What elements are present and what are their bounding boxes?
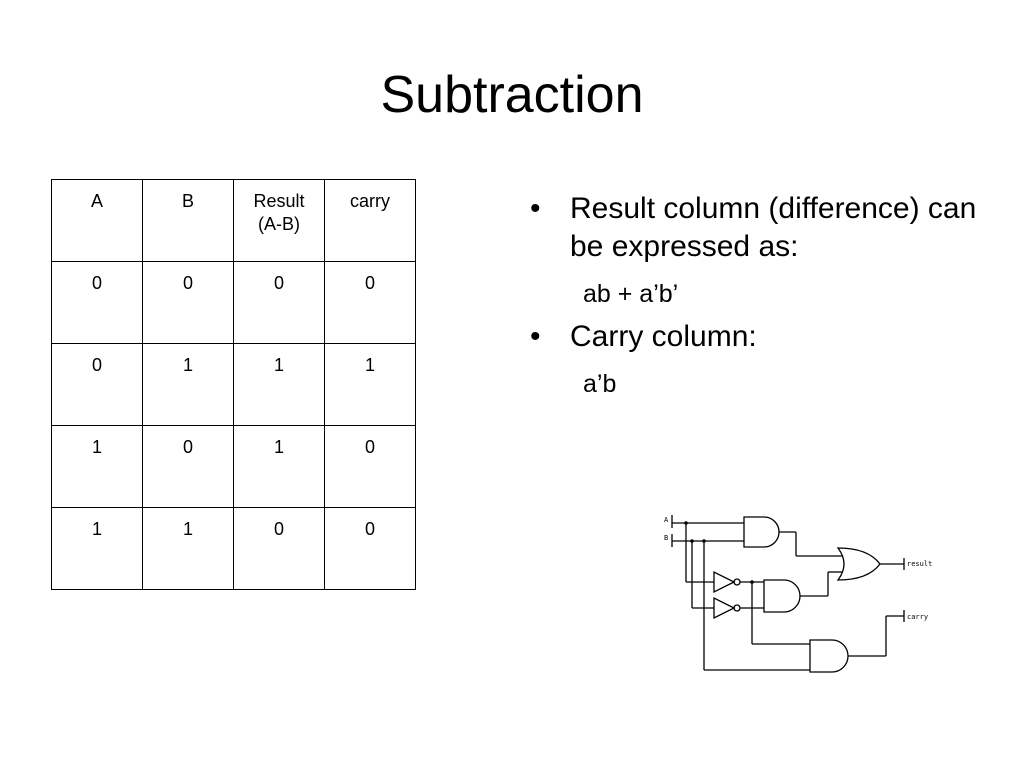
slide-title: Subtraction: [380, 66, 644, 124]
input-label-b: B: [664, 534, 668, 542]
table-cell: 0: [142, 425, 234, 508]
table-row: 1 0 1 0: [51, 425, 416, 508]
table-header-row: A B Result (A-B) carry: [51, 179, 416, 262]
table-cell: 1: [51, 425, 143, 508]
bullet-item-result: • Result column (difference) can be expr…: [530, 190, 1010, 266]
table-header-cell: A: [51, 179, 143, 262]
table-row: 1 1 0 0: [51, 507, 416, 590]
bullet-icon: •: [530, 320, 541, 353]
table-cell: 1: [142, 507, 234, 590]
output-label-result: result: [907, 560, 932, 568]
input-label-a: A: [664, 516, 669, 524]
bullet-item-carry: • Carry column:: [530, 318, 1010, 356]
table-cell: 0: [51, 343, 143, 426]
table-cell: 0: [233, 261, 325, 344]
table-header-cell: B: [142, 179, 234, 262]
table-cell: 0: [142, 261, 234, 344]
sub-bullet-result-expression: ab + a’b’: [583, 280, 679, 308]
output-label-carry: carry: [907, 613, 928, 621]
table-cell: 1: [51, 507, 143, 590]
truth-table: A B Result (A-B) carry 0 0 0 0 0 1 1 1 1…: [51, 179, 416, 590]
table-cell: 0: [324, 261, 416, 344]
bullet-icon: •: [530, 192, 541, 225]
junction-dot: [690, 539, 694, 543]
table-cell: 0: [324, 425, 416, 508]
table-header-cell: Result (A-B): [233, 179, 325, 262]
and-gate-icon: [743, 516, 780, 548]
bullet-text: Carry column:: [570, 320, 757, 353]
bullet-text: Result column (difference) can be expres…: [570, 192, 977, 263]
or-gate-icon: [836, 547, 881, 581]
table-cell: 0: [324, 507, 416, 590]
table-cell: 1: [233, 425, 325, 508]
not-gate-icon: [713, 570, 736, 594]
table-cell: 1: [324, 343, 416, 426]
sub-bullet-carry-expression: a’b: [583, 370, 617, 398]
and-gate-icon: [763, 579, 801, 613]
table-row: 0 0 0 0: [51, 261, 416, 344]
table-cell: 1: [233, 343, 325, 426]
table-header-cell: carry: [324, 179, 416, 262]
and-gate-icon: [809, 639, 849, 673]
junction-dot: [702, 539, 706, 543]
table-cell: 1: [142, 343, 234, 426]
not-gate-icon: [713, 596, 736, 620]
table-cell: 0: [51, 261, 143, 344]
logic-circuit-diagram: A B result carry: [664, 515, 932, 673]
table-cell: 0: [233, 507, 325, 590]
junction-dot: [684, 521, 688, 525]
bullet-list: • Result column (difference) can be expr…: [530, 190, 1010, 400]
table-row: 0 1 1 1: [51, 343, 416, 426]
